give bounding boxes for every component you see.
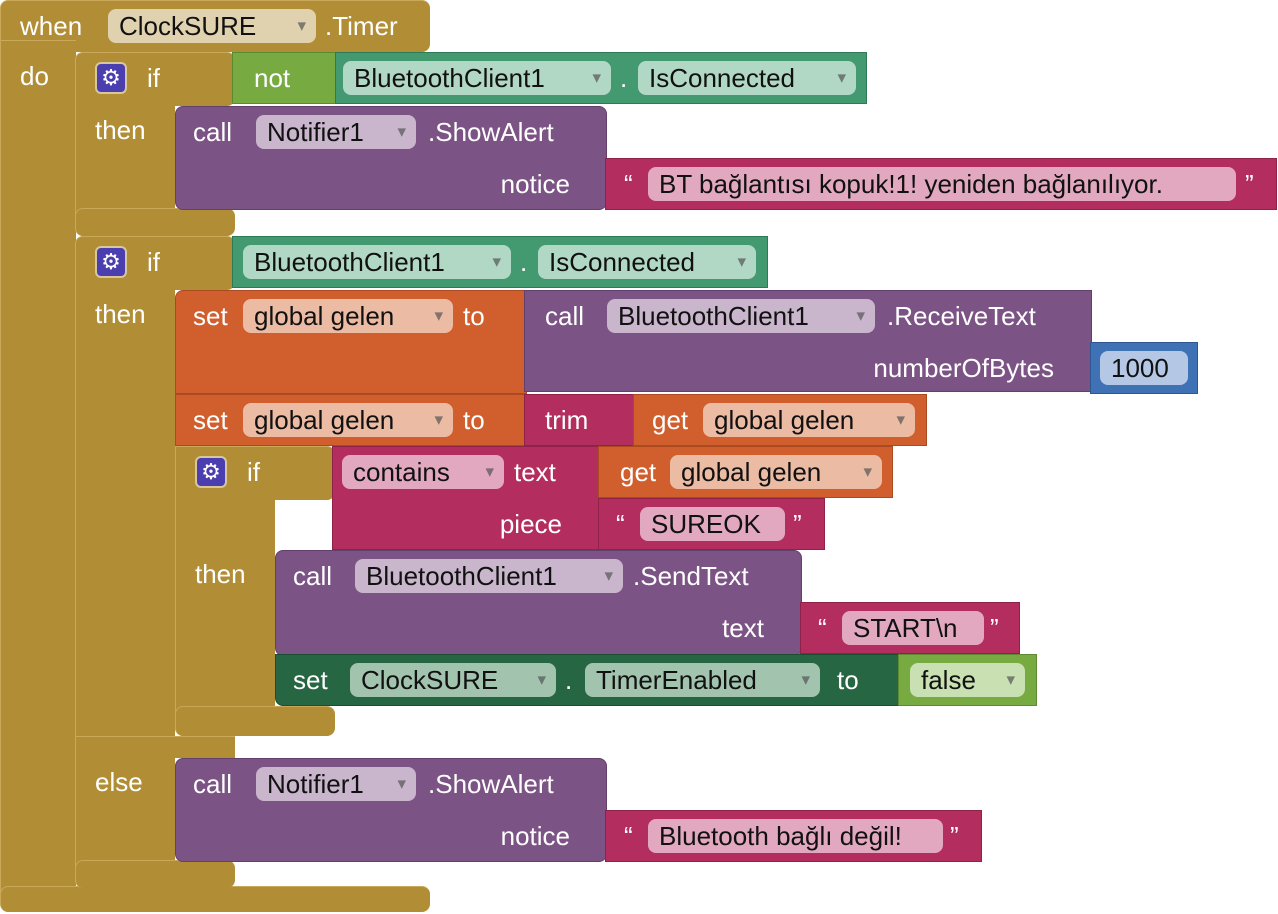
call-label: call: [293, 561, 333, 591]
variable-dropdown[interactable]: global gelen: [243, 403, 453, 437]
variable-dropdown[interactable]: global gelen: [243, 299, 453, 333]
when-label: when: [20, 11, 83, 41]
then-label: then: [195, 559, 246, 589]
component-dropdown[interactable]: Notifier1: [256, 115, 416, 149]
text-field[interactable]: BT bağlantısı kopuk!1! yeniden bağlanılı…: [648, 167, 1236, 201]
if2-strip: [75, 236, 175, 888]
set-label: set: [293, 665, 328, 695]
quote-close: ”: [950, 821, 959, 851]
component-dropdown[interactable]: BluetoothClient1: [243, 245, 511, 279]
set-label: set: [193, 405, 228, 435]
if-label: if: [147, 247, 160, 277]
get-label: get: [620, 457, 657, 487]
quote-open: “: [624, 169, 633, 199]
notice-arg-label: notice: [500, 821, 570, 851]
quote-close: ”: [793, 509, 802, 539]
call-label: call: [193, 769, 233, 799]
if-label: if: [147, 63, 160, 93]
method-name: .ReceiveText: [887, 301, 1036, 331]
if3-strip: [175, 446, 275, 736]
set-label: set: [193, 301, 228, 331]
quote-open: “: [818, 613, 827, 643]
if2-bottom: [75, 860, 235, 888]
call-label: call: [545, 301, 585, 331]
variable-dropdown[interactable]: global gelen: [703, 403, 915, 437]
number-field[interactable]: 1000: [1100, 351, 1188, 385]
component-dropdown[interactable]: ClockSURE: [350, 663, 556, 697]
text-field[interactable]: SUREOK: [640, 507, 785, 541]
get-label: get: [652, 405, 689, 435]
contains-mode-dropdown[interactable]: contains: [342, 455, 504, 489]
to-label: to: [837, 665, 859, 695]
dot: .: [520, 247, 528, 277]
then-label: then: [95, 299, 146, 329]
call-label: call: [193, 117, 233, 147]
if1-bottom: [75, 208, 235, 236]
piece-arg-label: piece: [499, 509, 562, 539]
method-name: .ShowAlert: [428, 117, 554, 147]
do-label: do: [20, 61, 49, 91]
variable-dropdown[interactable]: global gelen: [670, 455, 882, 489]
component-dropdown[interactable]: BluetoothClient1: [355, 559, 623, 593]
text-arg-label: text: [514, 457, 556, 487]
event-name: .Timer: [325, 11, 398, 41]
gear-icon[interactable]: ⚙: [195, 456, 227, 488]
boolean-dropdown[interactable]: false: [910, 663, 1025, 697]
trim-block[interactable]: [524, 394, 636, 446]
component-dropdown[interactable]: ClockSURE: [108, 9, 316, 43]
component-dropdown[interactable]: Notifier1: [256, 767, 416, 801]
quote-open: “: [624, 821, 633, 851]
if3-bottom: [175, 706, 335, 736]
then-label: then: [95, 115, 146, 145]
if2-else-divider: [75, 736, 235, 758]
property-dropdown[interactable]: IsConnected: [638, 61, 856, 95]
method-name: .SendText: [633, 561, 749, 591]
text-arg-label: text: [722, 613, 764, 643]
else-label: else: [95, 767, 143, 797]
text-field[interactable]: Bluetooth bağlı değil!: [648, 819, 943, 853]
property-dropdown[interactable]: IsConnected: [538, 245, 756, 279]
component-dropdown[interactable]: BluetoothClient1: [607, 299, 875, 333]
event-do-strip: [0, 40, 76, 900]
dot: .: [565, 665, 573, 695]
not-label: not: [254, 63, 291, 93]
method-name: .ShowAlert: [428, 769, 554, 799]
gear-icon[interactable]: ⚙: [95, 62, 127, 94]
event-bottom: [0, 886, 430, 912]
quote-open: “: [616, 509, 625, 539]
quote-close: ”: [990, 613, 999, 643]
trim-label: trim: [545, 405, 589, 435]
gear-icon[interactable]: ⚙: [95, 246, 127, 278]
to-label: to: [463, 405, 485, 435]
number-of-bytes-arg-label: numberOfBytes: [873, 353, 1054, 383]
if-label: if: [247, 457, 260, 487]
text-field[interactable]: START\n: [842, 611, 984, 645]
notice-arg-label: notice: [500, 169, 570, 199]
dot: .: [620, 63, 628, 93]
property-dropdown[interactable]: TimerEnabled: [585, 663, 820, 697]
not-block[interactable]: [232, 52, 338, 104]
to-label: to: [463, 301, 485, 331]
quote-close: ”: [1245, 169, 1254, 199]
component-dropdown[interactable]: BluetoothClient1: [343, 61, 611, 95]
